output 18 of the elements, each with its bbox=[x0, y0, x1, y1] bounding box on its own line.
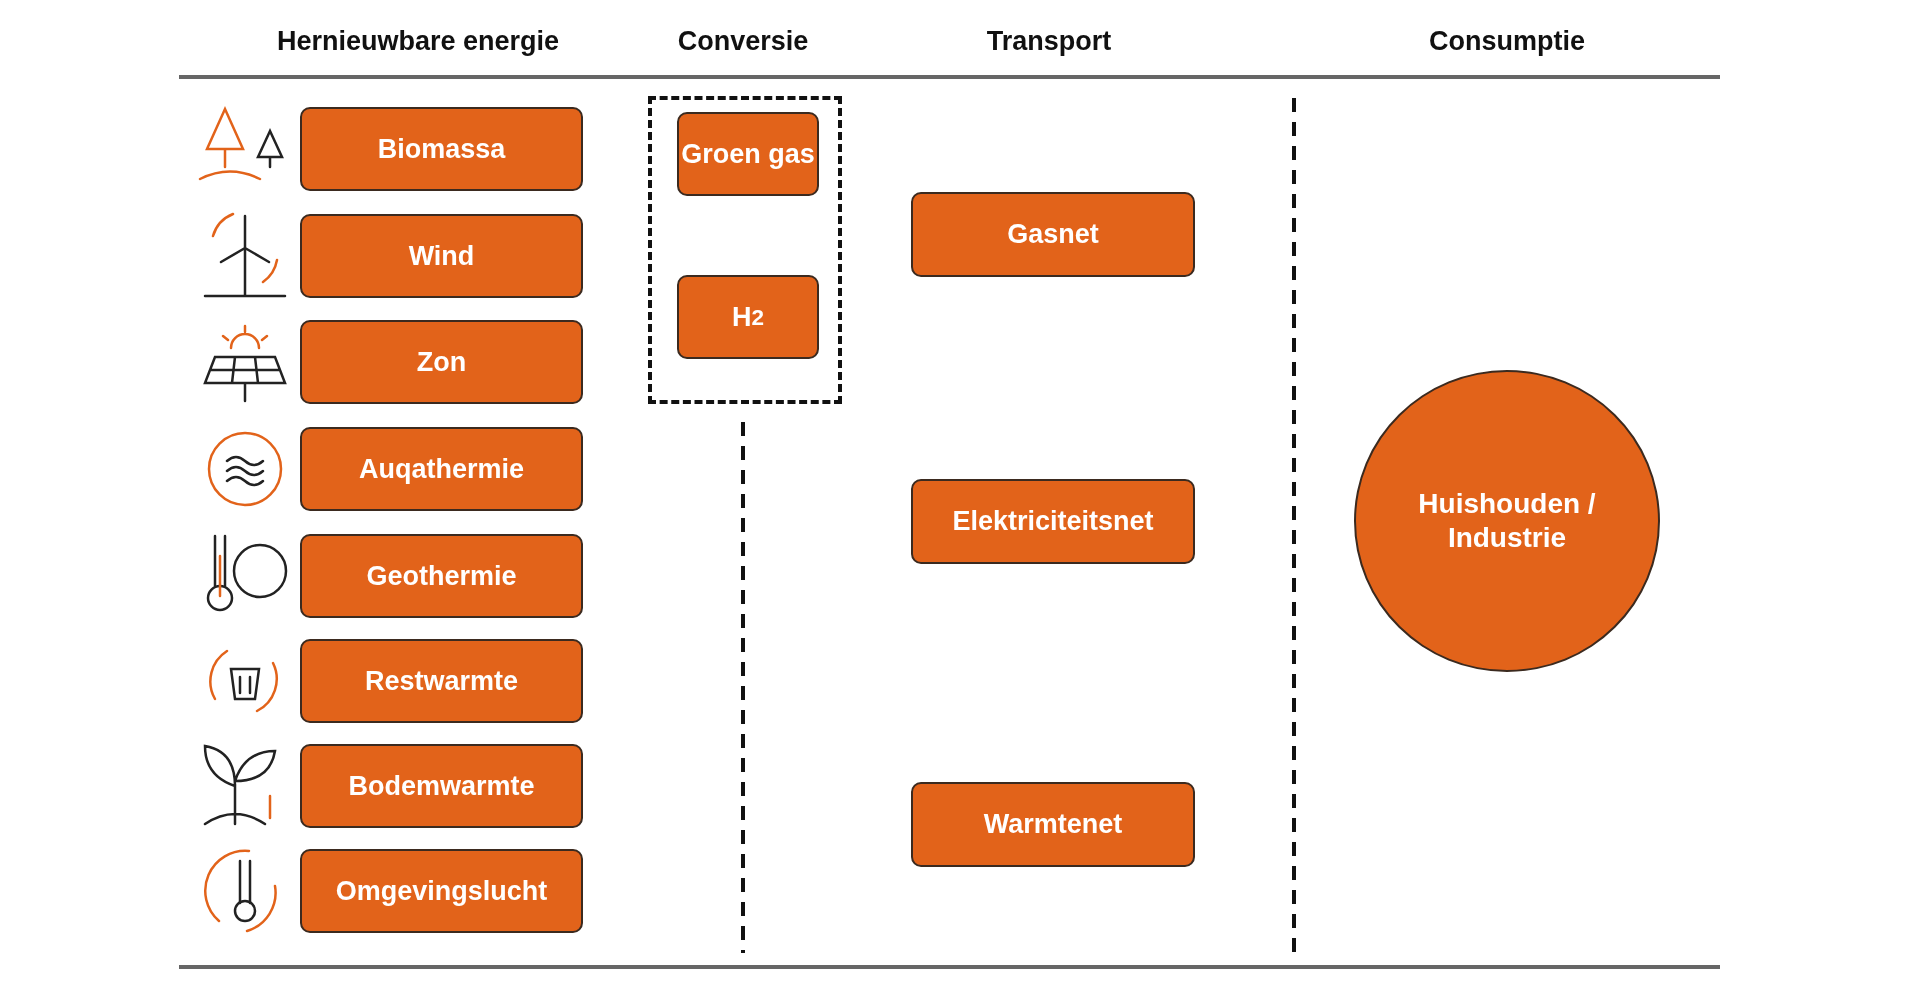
source-box: Auqathermie bbox=[300, 427, 583, 511]
dashed-group-box bbox=[648, 96, 842, 404]
column-heading: Hernieuwbare energie bbox=[276, 26, 560, 57]
network-box: Elektriciteitsnet bbox=[911, 479, 1195, 564]
column-heading: Conversie bbox=[677, 26, 809, 57]
network-box: Warmtenet bbox=[911, 782, 1195, 867]
source-box: Wind bbox=[300, 214, 583, 298]
source-box: Biomassa bbox=[300, 107, 583, 191]
column-heading: Transport bbox=[986, 26, 1112, 57]
column-heading: Consumptie bbox=[1429, 26, 1585, 57]
source-box: Bodemwarmte bbox=[300, 744, 583, 828]
network-box: Gasnet bbox=[911, 192, 1195, 277]
source-box: Zon bbox=[300, 320, 583, 404]
source-box: Omgevingslucht bbox=[300, 849, 583, 933]
source-box: Geothermie bbox=[300, 534, 583, 618]
source-box: Restwarmte bbox=[300, 639, 583, 723]
conversion-box: Groen gas bbox=[677, 112, 819, 196]
consumer-circle: Huishouden / Industrie bbox=[1354, 370, 1660, 672]
